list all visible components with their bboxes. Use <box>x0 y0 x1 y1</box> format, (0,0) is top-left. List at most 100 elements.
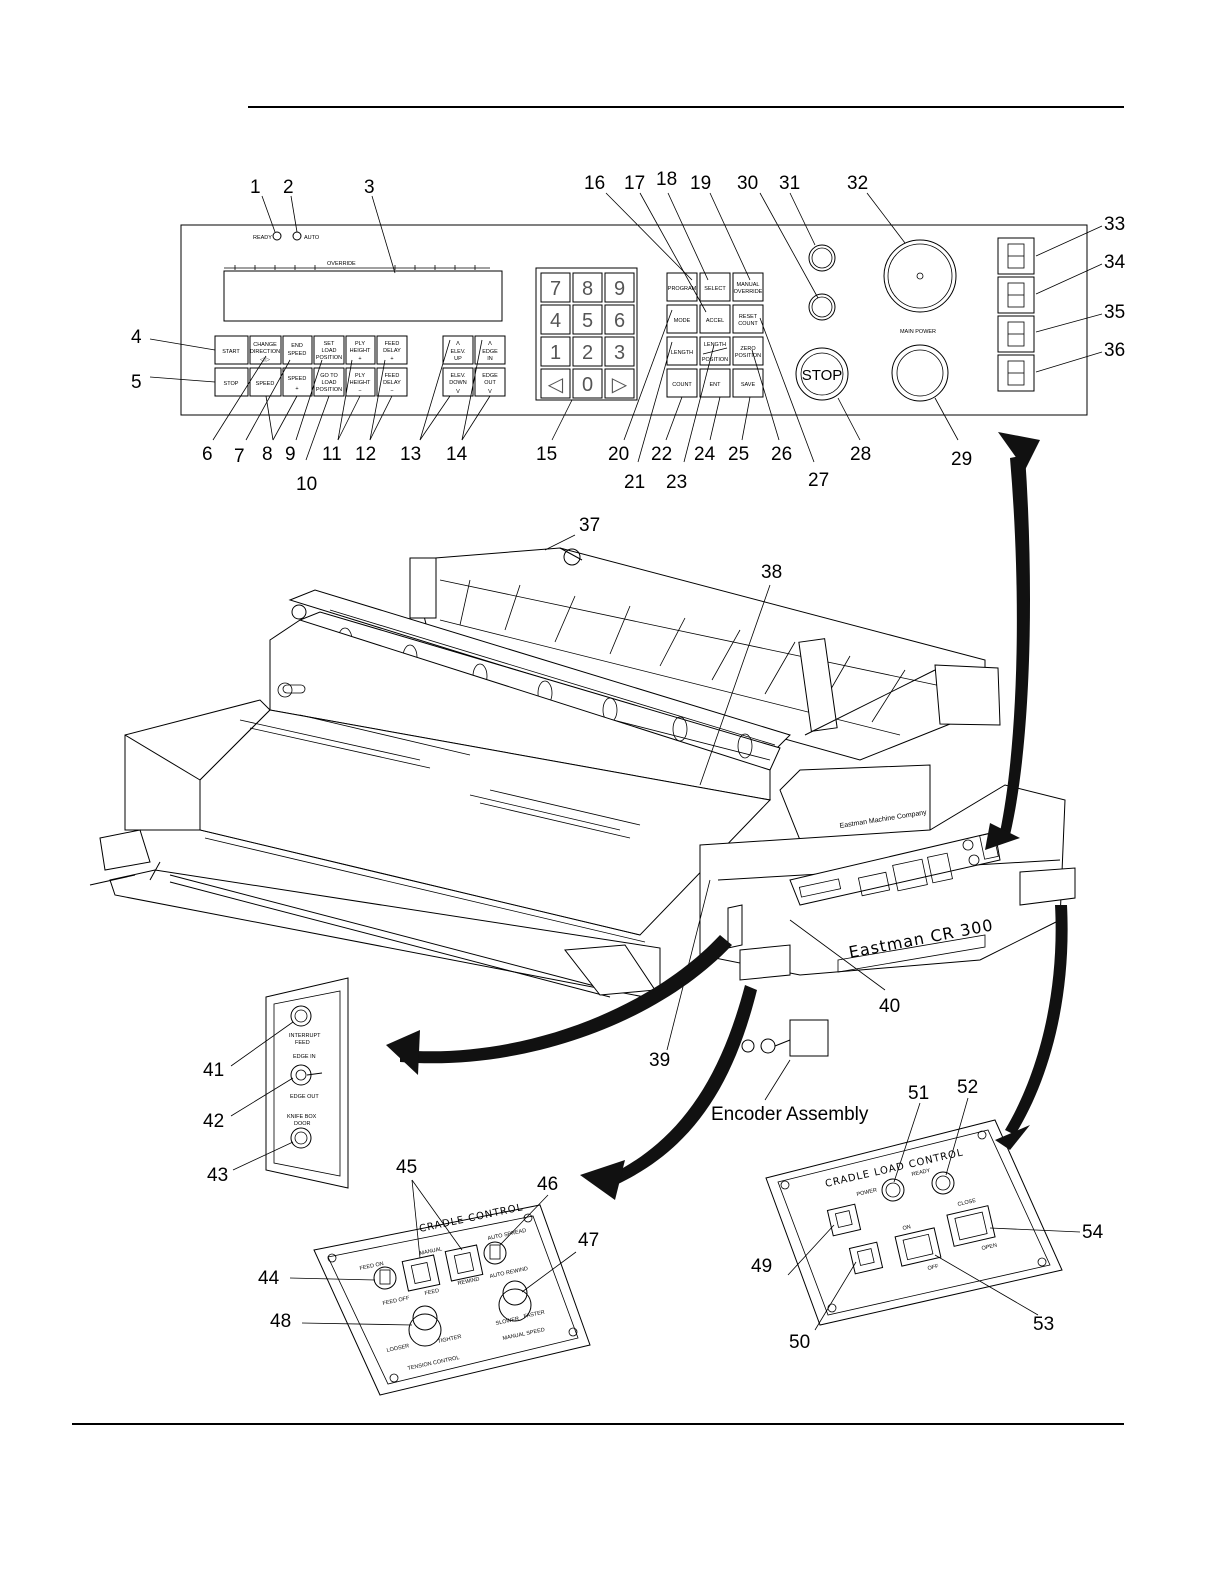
arrow-to-side-panel <box>400 935 732 1064</box>
arrow-to-console <box>1000 455 1030 835</box>
main-power-button[interactable] <box>891 344 949 402</box>
button-manual-override[interactable]: MANUAL OVERRIDE <box>732 272 764 302</box>
callout-39: 39 <box>649 1050 670 1071</box>
button-length[interactable]: LENGTH <box>666 336 698 366</box>
button-mode[interactable]: MODE <box>666 304 698 334</box>
button-count[interactable]: COUNT <box>666 368 698 398</box>
button-ent[interactable]: ENT <box>699 368 731 398</box>
keypad-key[interactable]: 1 <box>540 336 571 367</box>
button-elev-up[interactable]: Λ ELEV. UP <box>442 335 474 365</box>
keypad-key[interactable]: 0 <box>572 368 603 399</box>
callout-26: 26 <box>771 444 792 465</box>
arrow-to-cradle-load <box>1005 905 1068 1135</box>
svg-text:RESET: RESET <box>739 314 758 320</box>
button-stop-small[interactable]: STOP <box>214 367 249 397</box>
keypad-key[interactable]: ▷ <box>604 368 635 399</box>
keypad-key[interactable]: 9 <box>604 272 635 303</box>
button-speed[interactable]: SPEED <box>249 367 282 397</box>
svg-text:+: + <box>358 356 361 362</box>
keypad-key-label: 5 <box>582 310 593 332</box>
main-power-switch[interactable] <box>883 239 957 313</box>
callout-41: 41 <box>203 1060 224 1081</box>
button-elev-down[interactable]: ELEV. DOWN V <box>442 367 474 397</box>
manual-speed-knob[interactable] <box>498 1280 532 1322</box>
rocker-34[interactable] <box>997 276 1035 314</box>
button-feed-delay-minus[interactable]: FEED DELAY − <box>376 367 408 397</box>
callout-44: 44 <box>258 1268 280 1289</box>
callout-numbers: 1 2 3 4 5 6 7 8 9 10 11 12 13 14 15 16 1… <box>131 169 1126 1353</box>
svg-text:LENGTH: LENGTH <box>704 342 726 348</box>
svg-text:HEIGHT: HEIGHT <box>350 380 371 386</box>
svg-text:POSITION: POSITION <box>316 387 342 393</box>
svg-text:ACCEL: ACCEL <box>706 318 724 324</box>
button-zero-position[interactable]: ZERO POSITION <box>732 336 764 366</box>
callout-49: 49 <box>751 1256 772 1277</box>
callout-50: 50 <box>789 1332 810 1353</box>
panel-leader-lines <box>149 192 1103 463</box>
button-end-speed[interactable]: END SPEED <box>282 335 313 365</box>
callout-10: 10 <box>296 474 317 495</box>
keypad-key[interactable]: 5 <box>572 304 603 335</box>
button-save[interactable]: SAVE <box>732 368 764 398</box>
svg-text:POWER: POWER <box>856 1187 878 1198</box>
switch-49[interactable] <box>826 1203 862 1237</box>
rocker-36[interactable] <box>997 354 1035 392</box>
control-panel: READY AUTO OVERRIDE START STOP CHANGE DI… <box>180 224 1088 416</box>
svg-text:MANUAL: MANUAL <box>737 282 760 288</box>
close-open-rocker[interactable] <box>946 1205 996 1247</box>
callout-18: 18 <box>656 169 677 190</box>
svg-text:FEED: FEED <box>424 1288 440 1297</box>
svg-text:PLY: PLY <box>355 341 365 347</box>
feed-on-off-toggle[interactable] <box>373 1266 397 1290</box>
callout-19: 19 <box>690 173 711 194</box>
svg-text:SPEED: SPEED <box>288 351 307 357</box>
svg-text:DELAY: DELAY <box>383 348 401 354</box>
rocker-33[interactable] <box>997 237 1035 275</box>
keypad-key[interactable]: 8 <box>572 272 603 303</box>
keypad-key[interactable]: 6 <box>604 304 635 335</box>
button-feed-delay-plus[interactable]: FEED DELAY + <box>376 335 408 365</box>
callout-42: 42 <box>203 1111 224 1132</box>
svg-text:EDGE OUT: EDGE OUT <box>290 1094 319 1100</box>
cradle-control-panel: CRADLE CONTROL FEED ON FEED OFF MANUAL F… <box>313 1202 591 1396</box>
tension-control-knob[interactable] <box>408 1305 442 1347</box>
interrupt-feed-button[interactable] <box>290 1005 312 1027</box>
switch-50[interactable] <box>848 1241 884 1275</box>
button-start[interactable]: START <box>214 335 249 365</box>
manual-feed-button[interactable] <box>401 1254 441 1292</box>
svg-text:MODE: MODE <box>674 318 691 324</box>
stop-button-large[interactable]: STOP <box>795 347 849 401</box>
svg-text:ZERO: ZERO <box>740 346 756 352</box>
svg-text:MANUAL: MANUAL <box>419 1246 443 1257</box>
on-off-rocker[interactable] <box>894 1227 942 1267</box>
button-set-load-position[interactable]: SET LOAD POSITION <box>313 335 345 365</box>
ready-indicator <box>272 231 282 241</box>
edge-in-out-toggle[interactable] <box>290 1064 323 1086</box>
svg-text:UP: UP <box>454 356 462 362</box>
svg-text:FASTER: FASTER <box>523 1310 545 1320</box>
keypad-key[interactable]: 4 <box>540 304 571 335</box>
svg-text:PROGRAM: PROGRAM <box>668 286 697 292</box>
keypad-key[interactable]: 3 <box>604 336 635 367</box>
svg-text:DOWN: DOWN <box>449 380 466 386</box>
keypad-key[interactable]: 2 <box>572 336 603 367</box>
svg-text:SPEED: SPEED <box>256 381 275 387</box>
button-go-to-load-position[interactable]: GO TO LOAD POSITION <box>313 367 345 397</box>
button-select[interactable]: SELECT <box>699 272 731 302</box>
rocker-35[interactable] <box>997 315 1035 353</box>
callout-40: 40 <box>879 996 900 1017</box>
auto-spread-rewind-toggle[interactable] <box>483 1241 507 1265</box>
callout-5: 5 <box>131 372 142 393</box>
button-reset-count[interactable]: RESET COUNT <box>732 304 764 334</box>
button-change-direction[interactable]: CHANGE DIRECTION ◁ ▷ <box>249 335 282 365</box>
keypad-key[interactable]: ◁ <box>540 368 571 399</box>
button-edge-in[interactable]: Λ EDGE IN <box>474 335 506 365</box>
keypad-key[interactable]: 7 <box>540 272 571 303</box>
button-ply-height-plus[interactable]: PLY HEIGHT + <box>345 335 376 365</box>
svg-text:LENGTH: LENGTH <box>671 350 693 356</box>
button-accel[interactable]: ACCEL <box>699 304 731 334</box>
button-speed-plus[interactable]: SPEED + <box>282 367 313 397</box>
button-ply-height-minus[interactable]: PLY HEIGHT − <box>345 367 376 397</box>
button-edge-out[interactable]: EDGE OUT V <box>474 367 506 397</box>
button-length-position[interactable]: LENGTH POSITION <box>699 336 731 366</box>
